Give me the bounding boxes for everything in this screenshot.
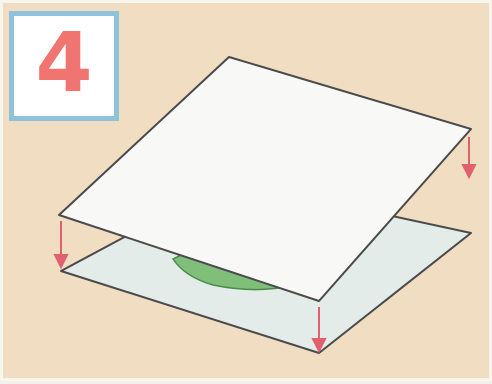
press-arrow-right-icon xyxy=(463,137,475,177)
press-arrow-left-icon xyxy=(55,221,67,267)
step-number: 4 xyxy=(35,23,92,105)
step-number-badge: 4 xyxy=(9,11,119,121)
